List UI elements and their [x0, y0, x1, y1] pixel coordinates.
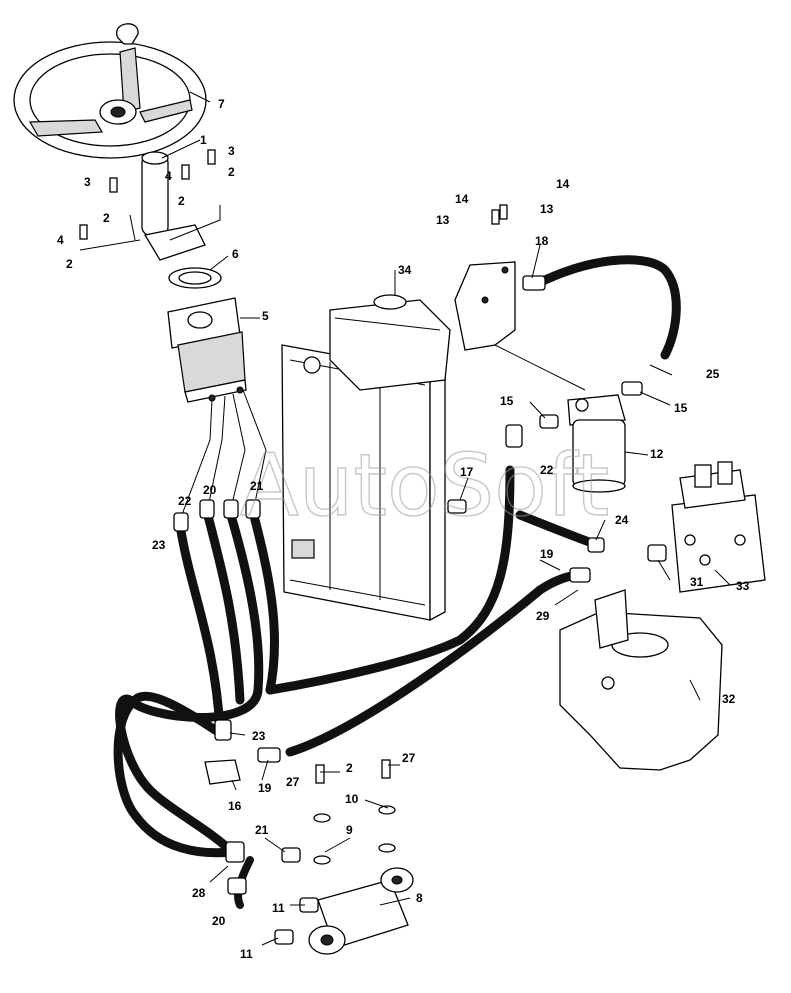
callout-2: 2: [178, 194, 185, 208]
fitting-24: [587, 537, 605, 553]
hydraulic-tank: [329, 294, 451, 391]
callout-20: 20: [203, 483, 217, 497]
callout-13: 13: [436, 213, 450, 227]
watermark-text: AutoSoft: [240, 436, 609, 536]
filter-bracket: [454, 261, 586, 391]
callout-12: 12: [650, 447, 664, 461]
callout-6: 6: [232, 247, 239, 261]
steering-wheel: [13, 23, 207, 159]
callout-19: 19: [540, 547, 554, 561]
callout-2: 2: [103, 211, 110, 225]
callout-22: 22: [178, 494, 192, 508]
hose-25: [540, 255, 681, 360]
hose-23: [175, 520, 225, 735]
fitting-22-top: [505, 424, 523, 448]
hose-20: [115, 507, 264, 857]
fitting-15-right: [621, 381, 643, 396]
callout-21: 21: [250, 479, 264, 493]
fitting-20-top: [223, 499, 239, 519]
fitting-15-left: [539, 414, 559, 429]
callout-28: 28: [192, 886, 206, 900]
fitting-19-top: [569, 567, 591, 583]
fitting-19-low: [257, 747, 281, 763]
pump-housing: [559, 589, 723, 771]
steering-column: [141, 151, 222, 289]
fitting-21-low: [281, 847, 301, 863]
tee-16: [204, 759, 241, 785]
callout-11: 11: [272, 901, 285, 915]
callout-7: 7: [218, 97, 225, 111]
fitting-21-top: [245, 499, 261, 519]
fitting-11-lower: [274, 929, 294, 945]
callout-29: 29: [536, 609, 550, 623]
fitting-28: [225, 841, 245, 863]
callout-2: 2: [228, 165, 235, 179]
fitting-17: [447, 499, 467, 514]
callout-14: 14: [455, 192, 469, 206]
hardware: [79, 149, 508, 865]
callout-10: 10: [345, 792, 359, 806]
callout-15: 15: [674, 401, 688, 415]
hoses: [113, 255, 681, 909]
callout-27: 27: [402, 751, 416, 765]
fitting-23-top: [173, 512, 189, 532]
callout-2: 2: [66, 257, 73, 271]
callout-33: 33: [736, 579, 750, 593]
oil-filter: [567, 394, 626, 493]
leader-lines: [161, 91, 731, 946]
hose-17-24: [515, 510, 597, 548]
callout-32: 32: [722, 692, 736, 706]
callout-5: 5: [262, 309, 269, 323]
valve-block: [671, 461, 766, 593]
fitting-20-low: [227, 877, 247, 895]
callout-22: 22: [540, 463, 554, 477]
steering-unit: [167, 297, 247, 403]
hose-19-29: [285, 570, 585, 757]
callout-19: 19: [258, 781, 272, 795]
fitting-18: [522, 275, 546, 291]
callout-13: 13: [540, 202, 554, 216]
callout-11: 11: [240, 947, 253, 961]
callout-2: 2: [346, 761, 353, 775]
callout-18: 18: [535, 234, 549, 248]
callout-21: 21: [255, 823, 269, 837]
callout-16: 16: [228, 799, 242, 813]
callout-24: 24: [615, 513, 629, 527]
callout-labels: 1 2 2 2 2 2 3 3 4 4 5 6 7 8 9 10 11 11 1…: [57, 97, 750, 961]
fittings: [173, 275, 667, 945]
fitting-lines: [79, 205, 267, 521]
callout-3: 3: [228, 144, 235, 158]
callout-17: 17: [460, 465, 474, 479]
hose-21-left: [248, 507, 280, 695]
callout-34: 34: [398, 263, 412, 277]
callout-25: 25: [706, 367, 720, 381]
hose-from-ports: [265, 465, 515, 695]
hose-long-return: [113, 691, 237, 858]
callout-31: 31: [690, 575, 704, 589]
callout-20: 20: [212, 914, 226, 928]
fitting-22-mid: [199, 499, 215, 519]
fitting-31: [647, 544, 667, 562]
callout-3: 3: [84, 175, 91, 189]
fitting-23-low: [214, 719, 232, 741]
steering-cylinder: [308, 867, 414, 955]
callout-8: 8: [416, 891, 423, 905]
callout-27: 27: [286, 775, 300, 789]
callout-14: 14: [556, 177, 570, 191]
callout-23: 23: [252, 729, 266, 743]
callout-15: 15: [500, 394, 514, 408]
callout-4: 4: [57, 233, 64, 247]
hose-22-left: [202, 507, 245, 705]
callout-23: 23: [152, 538, 166, 552]
callout-9: 9: [346, 823, 353, 837]
callout-4: 4: [165, 169, 172, 183]
callout-1: 1: [200, 133, 207, 147]
